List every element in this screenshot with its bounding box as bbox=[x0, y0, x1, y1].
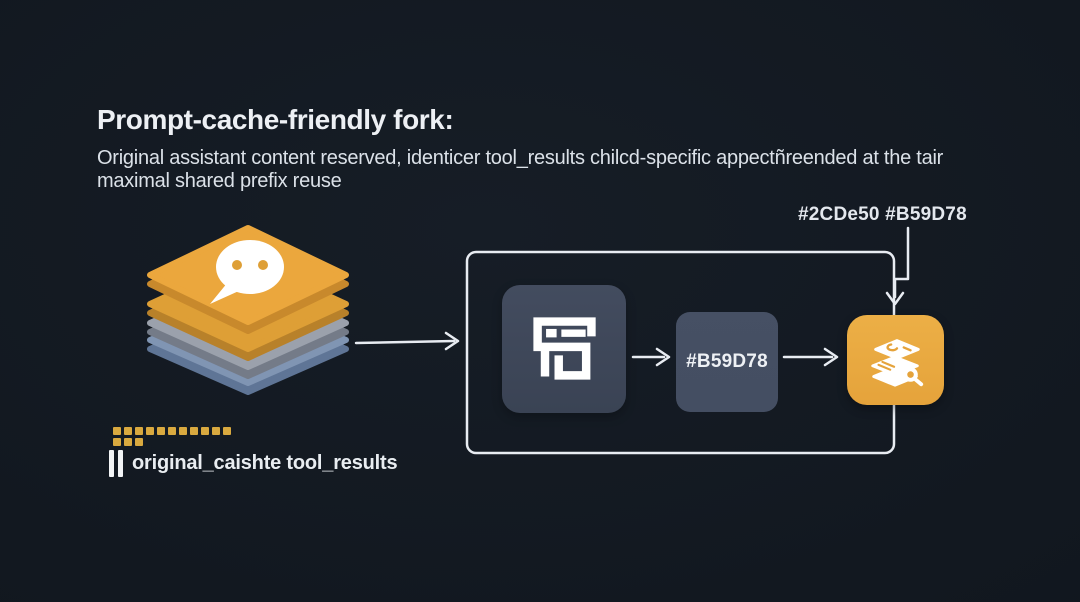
flow-node-result-box bbox=[847, 315, 944, 405]
legend-dash-square bbox=[135, 427, 143, 435]
legend-dash-square bbox=[223, 427, 231, 435]
legend-dash-square bbox=[190, 427, 198, 435]
hex-codes-label: #2CDe50 #B59D78 bbox=[798, 204, 967, 225]
legend-dash-square bbox=[168, 427, 176, 435]
legend-dash-square bbox=[201, 427, 209, 435]
page-subtitle: Original assistant content reserved, ide… bbox=[97, 147, 977, 193]
legend-dash-square bbox=[146, 427, 154, 435]
hash-box-label: #B59D78 bbox=[686, 351, 768, 372]
chat-bubble-icon bbox=[210, 240, 284, 304]
structured-block-icon bbox=[533, 317, 596, 380]
package-inspect-icon bbox=[870, 339, 923, 387]
layered-chat-stack-icon bbox=[147, 225, 349, 395]
legend-bar-icon bbox=[109, 450, 114, 477]
legend-dash-square bbox=[212, 427, 220, 435]
legend-dash-square bbox=[113, 427, 121, 435]
legend-dash-square bbox=[157, 427, 165, 435]
legend-dash-square bbox=[135, 438, 143, 446]
page-title: Prompt-cache-friendly fork: bbox=[97, 104, 454, 135]
legend-dash-square bbox=[124, 427, 132, 435]
legend-bar-icon bbox=[118, 450, 123, 477]
legend-dash-square bbox=[113, 438, 121, 446]
legend-dash-square bbox=[124, 438, 132, 446]
subtitle-line-1: Original assistant content reserved, ide… bbox=[97, 147, 944, 169]
legend-dash-square bbox=[179, 427, 187, 435]
legend-label: original_caishte tool_results bbox=[132, 452, 398, 474]
subtitle-line-2: maximal shared prefix reuse bbox=[97, 170, 342, 192]
flow-node-source-block bbox=[502, 285, 626, 413]
legend: original_caishte tool_results bbox=[109, 427, 398, 477]
legend-dash-row-2 bbox=[113, 438, 397, 446]
flow-node-hash-box: #B59D78 bbox=[676, 312, 778, 412]
legend-dash-row-1 bbox=[113, 427, 397, 435]
